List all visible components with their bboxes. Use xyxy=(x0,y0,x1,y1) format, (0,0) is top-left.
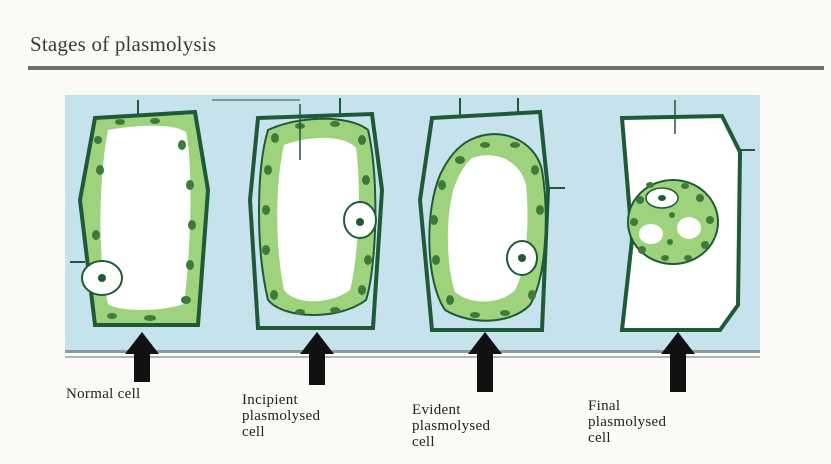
arrow-up-icon xyxy=(125,332,159,382)
arrow-up-icon xyxy=(300,332,334,385)
arrow-up-icon xyxy=(661,332,695,392)
label-evident-cell: Evident plasmolysed cell xyxy=(412,402,490,450)
arrow-up-icon xyxy=(468,332,502,392)
label-final-cell: Final plasmolysed cell xyxy=(588,398,666,446)
final-cell xyxy=(622,100,755,330)
arrows xyxy=(125,332,695,392)
incipient-cell xyxy=(212,98,382,328)
evident-cell xyxy=(420,98,565,330)
label-normal-cell: Normal cell xyxy=(66,386,141,402)
label-incipient-cell: Incipient plasmolysed cell xyxy=(242,392,320,440)
normal-cell xyxy=(70,100,208,325)
